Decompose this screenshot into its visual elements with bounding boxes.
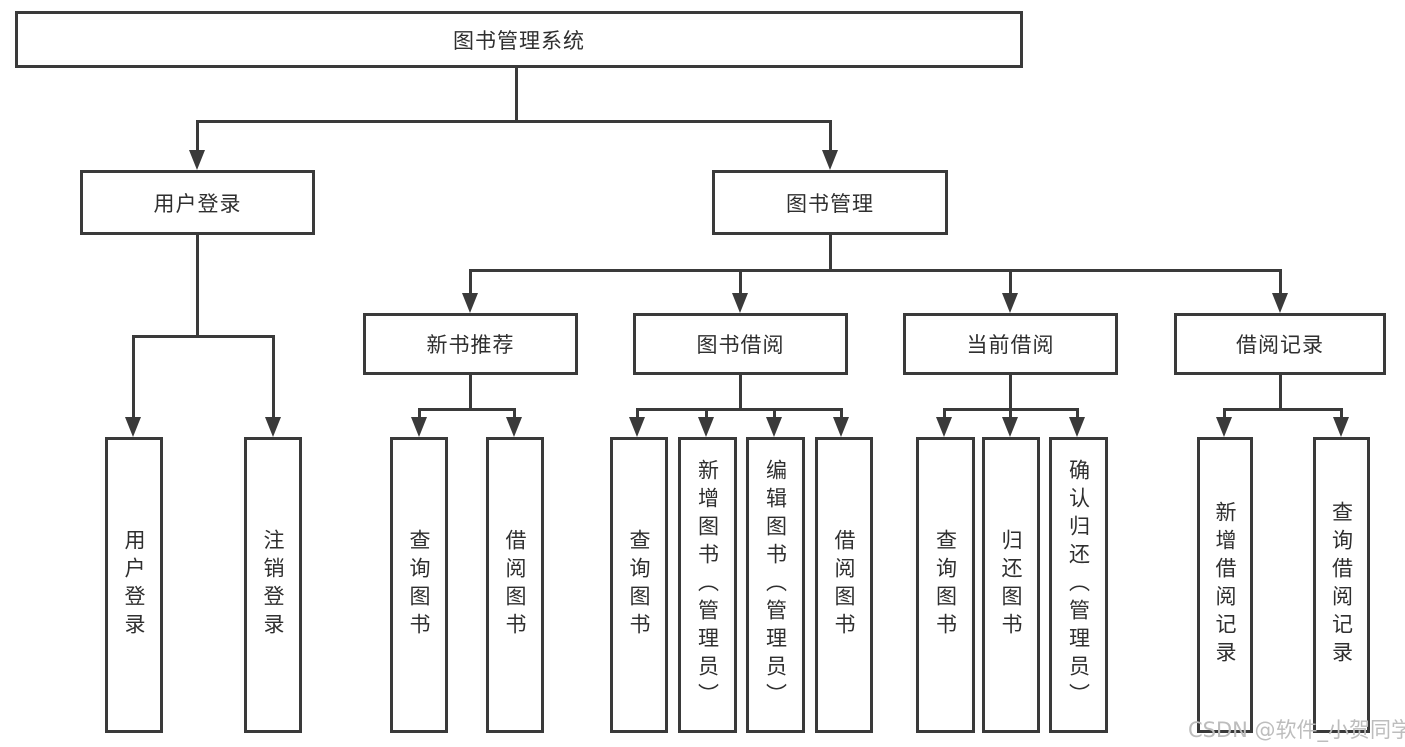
leaf-logout: 注销登录	[244, 437, 302, 733]
connector-line	[1223, 408, 1343, 411]
node-book-management: 图书管理	[712, 170, 948, 235]
arrow-down-icon	[411, 417, 427, 437]
arrow-down-icon	[1216, 417, 1232, 437]
leaf-borrow-books-borrowing: 借阅图书	[815, 437, 873, 733]
connector-line	[515, 68, 518, 120]
connector-line	[1279, 269, 1282, 295]
arrow-down-icon	[189, 150, 205, 170]
connector-line	[132, 335, 135, 419]
connector-line	[196, 235, 199, 335]
node-label: 图书管理	[786, 191, 874, 216]
leaf-label: 新增借阅记录	[1213, 501, 1237, 669]
connector-line	[739, 375, 742, 408]
connector-line	[773, 408, 776, 419]
connector-line	[1076, 408, 1079, 419]
leaf-query-books-borrowing: 查询图书	[610, 437, 668, 733]
leaf-label: 借阅图书	[832, 529, 856, 641]
arrow-down-icon	[1002, 417, 1018, 437]
leaf-label: 借阅图书	[503, 529, 527, 641]
node-label: 图书借阅	[696, 333, 785, 357]
arrow-down-icon	[125, 417, 141, 437]
leaf-label: 查询图书	[407, 529, 431, 641]
leaf-query-borrow-record: 查询借阅记录	[1313, 437, 1370, 733]
connector-line	[469, 269, 1282, 272]
leaf-query-books-recommend: 查询图书	[390, 437, 448, 733]
arrow-down-icon	[833, 417, 849, 437]
connector-line	[840, 408, 843, 419]
leaf-return-books: 归还图书	[982, 437, 1040, 733]
connector-line	[1009, 375, 1012, 408]
connector-line	[196, 120, 832, 123]
leaf-label: 编辑图书（管理员）	[763, 459, 788, 711]
connector-line	[196, 120, 199, 152]
connector-line	[943, 408, 946, 419]
arrow-down-icon	[698, 417, 714, 437]
node-book-borrowing: 图书借阅	[633, 313, 848, 375]
leaf-borrow-books-recommend: 借阅图书	[486, 437, 544, 733]
leaf-label: 查询图书	[627, 529, 651, 641]
connector-line	[829, 235, 832, 271]
connector-line	[469, 375, 472, 408]
leaf-label: 归还图书	[999, 529, 1023, 641]
connector-line	[1279, 375, 1282, 408]
arrow-down-icon	[822, 150, 838, 170]
connector-line	[513, 408, 516, 419]
leaf-user-login: 用户登录	[105, 437, 163, 733]
arrow-down-icon	[1333, 417, 1349, 437]
node-label: 新书推荐	[426, 333, 515, 357]
connector-line	[132, 335, 274, 338]
connector-line	[1223, 408, 1226, 419]
arrow-down-icon	[265, 417, 281, 437]
leaf-label: 查询图书	[933, 529, 958, 641]
arrow-down-icon	[1002, 293, 1018, 313]
leaf-query-books-current: 查询图书	[916, 437, 975, 733]
node-label: 用户登录	[153, 191, 242, 216]
leaf-edit-book-admin: 编辑图书（管理员）	[746, 437, 805, 733]
connector-line	[636, 408, 842, 411]
node-user-login-branch: 用户登录	[80, 170, 315, 235]
arrow-down-icon	[1272, 293, 1288, 313]
csdn-watermark: CSDN @软件_小贺同学	[1188, 718, 1405, 742]
leaf-label: 注销登录	[261, 529, 285, 641]
leaf-label: 确认归还（管理员）	[1066, 459, 1091, 711]
connector-line	[1340, 408, 1343, 419]
leaf-add-borrow-record: 新增借阅记录	[1197, 437, 1253, 733]
arrow-down-icon	[936, 417, 952, 437]
leaf-label: 用户登录	[122, 529, 146, 641]
arrow-down-icon	[462, 293, 478, 313]
leaf-label: 查询借阅记录	[1329, 501, 1354, 669]
connector-line	[636, 408, 639, 419]
node-new-book-recommend: 新书推荐	[363, 313, 578, 375]
arrow-down-icon	[506, 417, 522, 437]
node-root-label: 图书管理系统	[453, 28, 585, 53]
connector-line	[418, 408, 516, 411]
node-borrowing-records: 借阅记录	[1174, 313, 1386, 375]
leaf-label: 新增图书（管理员）	[695, 459, 720, 711]
connector-line	[272, 335, 275, 419]
leaf-add-book-admin: 新增图书（管理员）	[678, 437, 737, 733]
arrow-down-icon	[766, 417, 782, 437]
connector-line	[739, 269, 742, 295]
connector-line	[469, 269, 472, 295]
node-label: 当前借阅	[966, 333, 1055, 357]
node-label: 借阅记录	[1236, 333, 1324, 357]
connector-line	[829, 120, 832, 152]
connector-line	[705, 408, 708, 419]
node-root: 图书管理系统	[15, 11, 1023, 68]
node-current-borrowing: 当前借阅	[903, 313, 1118, 375]
arrow-down-icon	[629, 417, 645, 437]
arrow-down-icon	[732, 293, 748, 313]
connector-line	[418, 408, 421, 419]
leaf-confirm-return-admin: 确认归还（管理员）	[1049, 437, 1108, 733]
connector-line	[1009, 269, 1012, 295]
arrow-down-icon	[1069, 417, 1085, 437]
connector-line	[1009, 408, 1012, 419]
